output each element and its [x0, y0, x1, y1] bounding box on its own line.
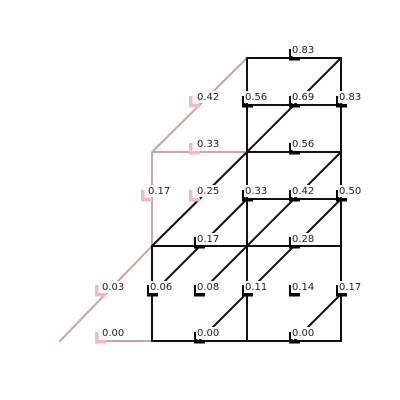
node-label-background	[291, 281, 317, 293]
node-marker	[336, 96, 347, 108]
node-marker	[189, 143, 200, 155]
node-marker	[336, 190, 347, 202]
node-label-background	[196, 91, 222, 103]
node-marker	[336, 285, 347, 297]
node-value-label: 0.56	[245, 92, 267, 103]
node-value-label: 0.69	[292, 92, 314, 103]
node-marker	[147, 285, 158, 297]
node-marker	[95, 332, 106, 344]
node-label-background	[244, 281, 270, 293]
node-label-background	[196, 281, 222, 293]
node-value-label: 0.83	[292, 45, 314, 56]
node-marker	[194, 237, 205, 249]
node-label-background	[196, 138, 222, 150]
node-value-label: 0.33	[197, 139, 219, 150]
node-label-background	[101, 281, 127, 293]
node-label-background	[196, 327, 222, 339]
node-marker	[289, 96, 300, 108]
node-label-background	[101, 327, 127, 339]
node-value-label: 0.56	[292, 139, 314, 150]
node-value-label: 0.17	[148, 186, 170, 197]
node-value-label: 0.11	[245, 282, 267, 293]
node-label-background	[244, 91, 270, 103]
node-value-label: 0.08	[197, 282, 219, 293]
node-marker	[289, 332, 300, 344]
node-marker	[95, 285, 106, 297]
node-marker	[289, 49, 300, 61]
node-label-background	[291, 44, 317, 56]
node-marker	[289, 285, 300, 297]
node-label-background	[291, 327, 317, 339]
node-value-label: 0.00	[292, 328, 314, 339]
node-marker	[189, 96, 200, 108]
node-label-background	[338, 91, 364, 103]
node-label-background	[291, 138, 317, 150]
node-value-label: 0.28	[292, 234, 314, 245]
node-label-background	[196, 233, 222, 245]
markers-layer	[95, 49, 347, 344]
node-value-label: 0.42	[292, 186, 314, 197]
node-marker	[289, 237, 300, 249]
node-marker	[194, 285, 205, 297]
labels-layer: 0.00 0.03 0.17 0.33 0.42 0.25 0.06 0.08 0.11 0.14…	[101, 44, 364, 339]
node-label-background	[149, 281, 175, 293]
node-label-background	[338, 281, 364, 293]
node-marker	[242, 96, 253, 108]
node-label-background	[291, 185, 317, 197]
node-value-label: 0.33	[245, 186, 267, 197]
node-value-label: 0.06	[150, 282, 172, 293]
node-marker	[242, 285, 253, 297]
node-value-label: 0.00	[102, 328, 124, 339]
node-label-background	[291, 91, 317, 103]
black-edge	[198, 198, 342, 342]
node-value-label: 0.17	[339, 282, 361, 293]
node-marker	[289, 143, 300, 155]
node-marker	[242, 190, 253, 202]
node-marker	[194, 332, 205, 344]
node-marker	[289, 190, 300, 202]
node-label-background	[196, 185, 222, 197]
node-value-label: 0.25	[197, 186, 219, 197]
node-label-background	[338, 185, 364, 197]
node-marker	[141, 190, 152, 202]
node-value-label: 0.50	[339, 186, 361, 197]
node-value-label: 0.14	[292, 282, 314, 293]
node-value-label: 0.17	[197, 234, 219, 245]
node-value-label: 0.83	[339, 92, 361, 103]
node-value-label: 0.42	[197, 92, 219, 103]
node-label-background	[147, 185, 173, 197]
node-label-background	[244, 185, 270, 197]
node-value-label: 0.03	[102, 282, 124, 293]
node-value-label: 0.00	[197, 328, 219, 339]
node-marker	[189, 190, 200, 202]
node-label-background	[291, 233, 317, 245]
